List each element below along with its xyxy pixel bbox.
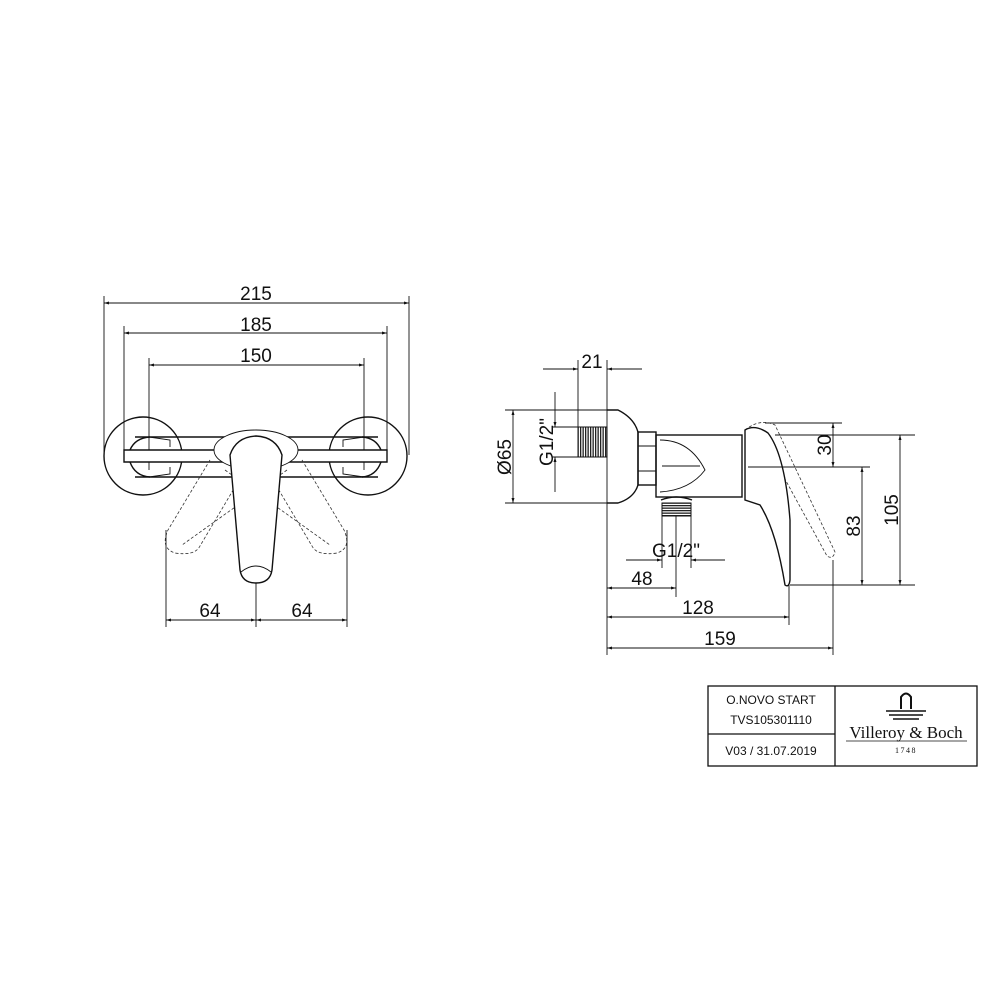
- dimension-128: 128: [682, 598, 714, 619]
- title-block: O.NOVO START TVS105301110 V03 / 31.07.20…: [707, 685, 978, 767]
- brand-name: Villeroy & Boch: [849, 723, 963, 742]
- dimension-64-left: 64: [199, 601, 221, 622]
- dimension-diameter-65: Ø65: [495, 439, 516, 475]
- lever-side: [744, 426, 791, 587]
- mixer-body: [655, 434, 743, 498]
- dimension-150: 150: [240, 346, 272, 367]
- dimension-21: 21: [581, 352, 602, 373]
- dimension-105: 105: [882, 494, 903, 526]
- side-view: 21 Ø65 G1/2" G1/2": [495, 352, 915, 655]
- dimension-215: 215: [240, 284, 272, 305]
- dimension-185: 185: [240, 315, 272, 336]
- lever-handle: [229, 435, 283, 584]
- dimension-48: 48: [631, 569, 652, 590]
- inlet-thread: [577, 426, 608, 458]
- dimension-30: 30: [815, 434, 836, 455]
- front-view: 215 185 150 64 64: [103, 284, 410, 627]
- version-date: V03 / 31.07.2019: [725, 744, 817, 758]
- brand-logo-icon: [886, 692, 926, 720]
- dimension-83: 83: [844, 515, 865, 536]
- outlet-thread: [661, 502, 692, 517]
- article-number: TVS105301110: [730, 713, 812, 727]
- brand-year: 1748: [895, 746, 917, 755]
- dimension-inlet-g12: G1/2": [537, 418, 558, 466]
- dimension-159: 159: [704, 629, 736, 650]
- dimension-64-right: 64: [291, 601, 313, 622]
- dimension-outlet-g12: G1/2": [652, 541, 700, 562]
- product-name: O.NOVO START: [726, 693, 816, 707]
